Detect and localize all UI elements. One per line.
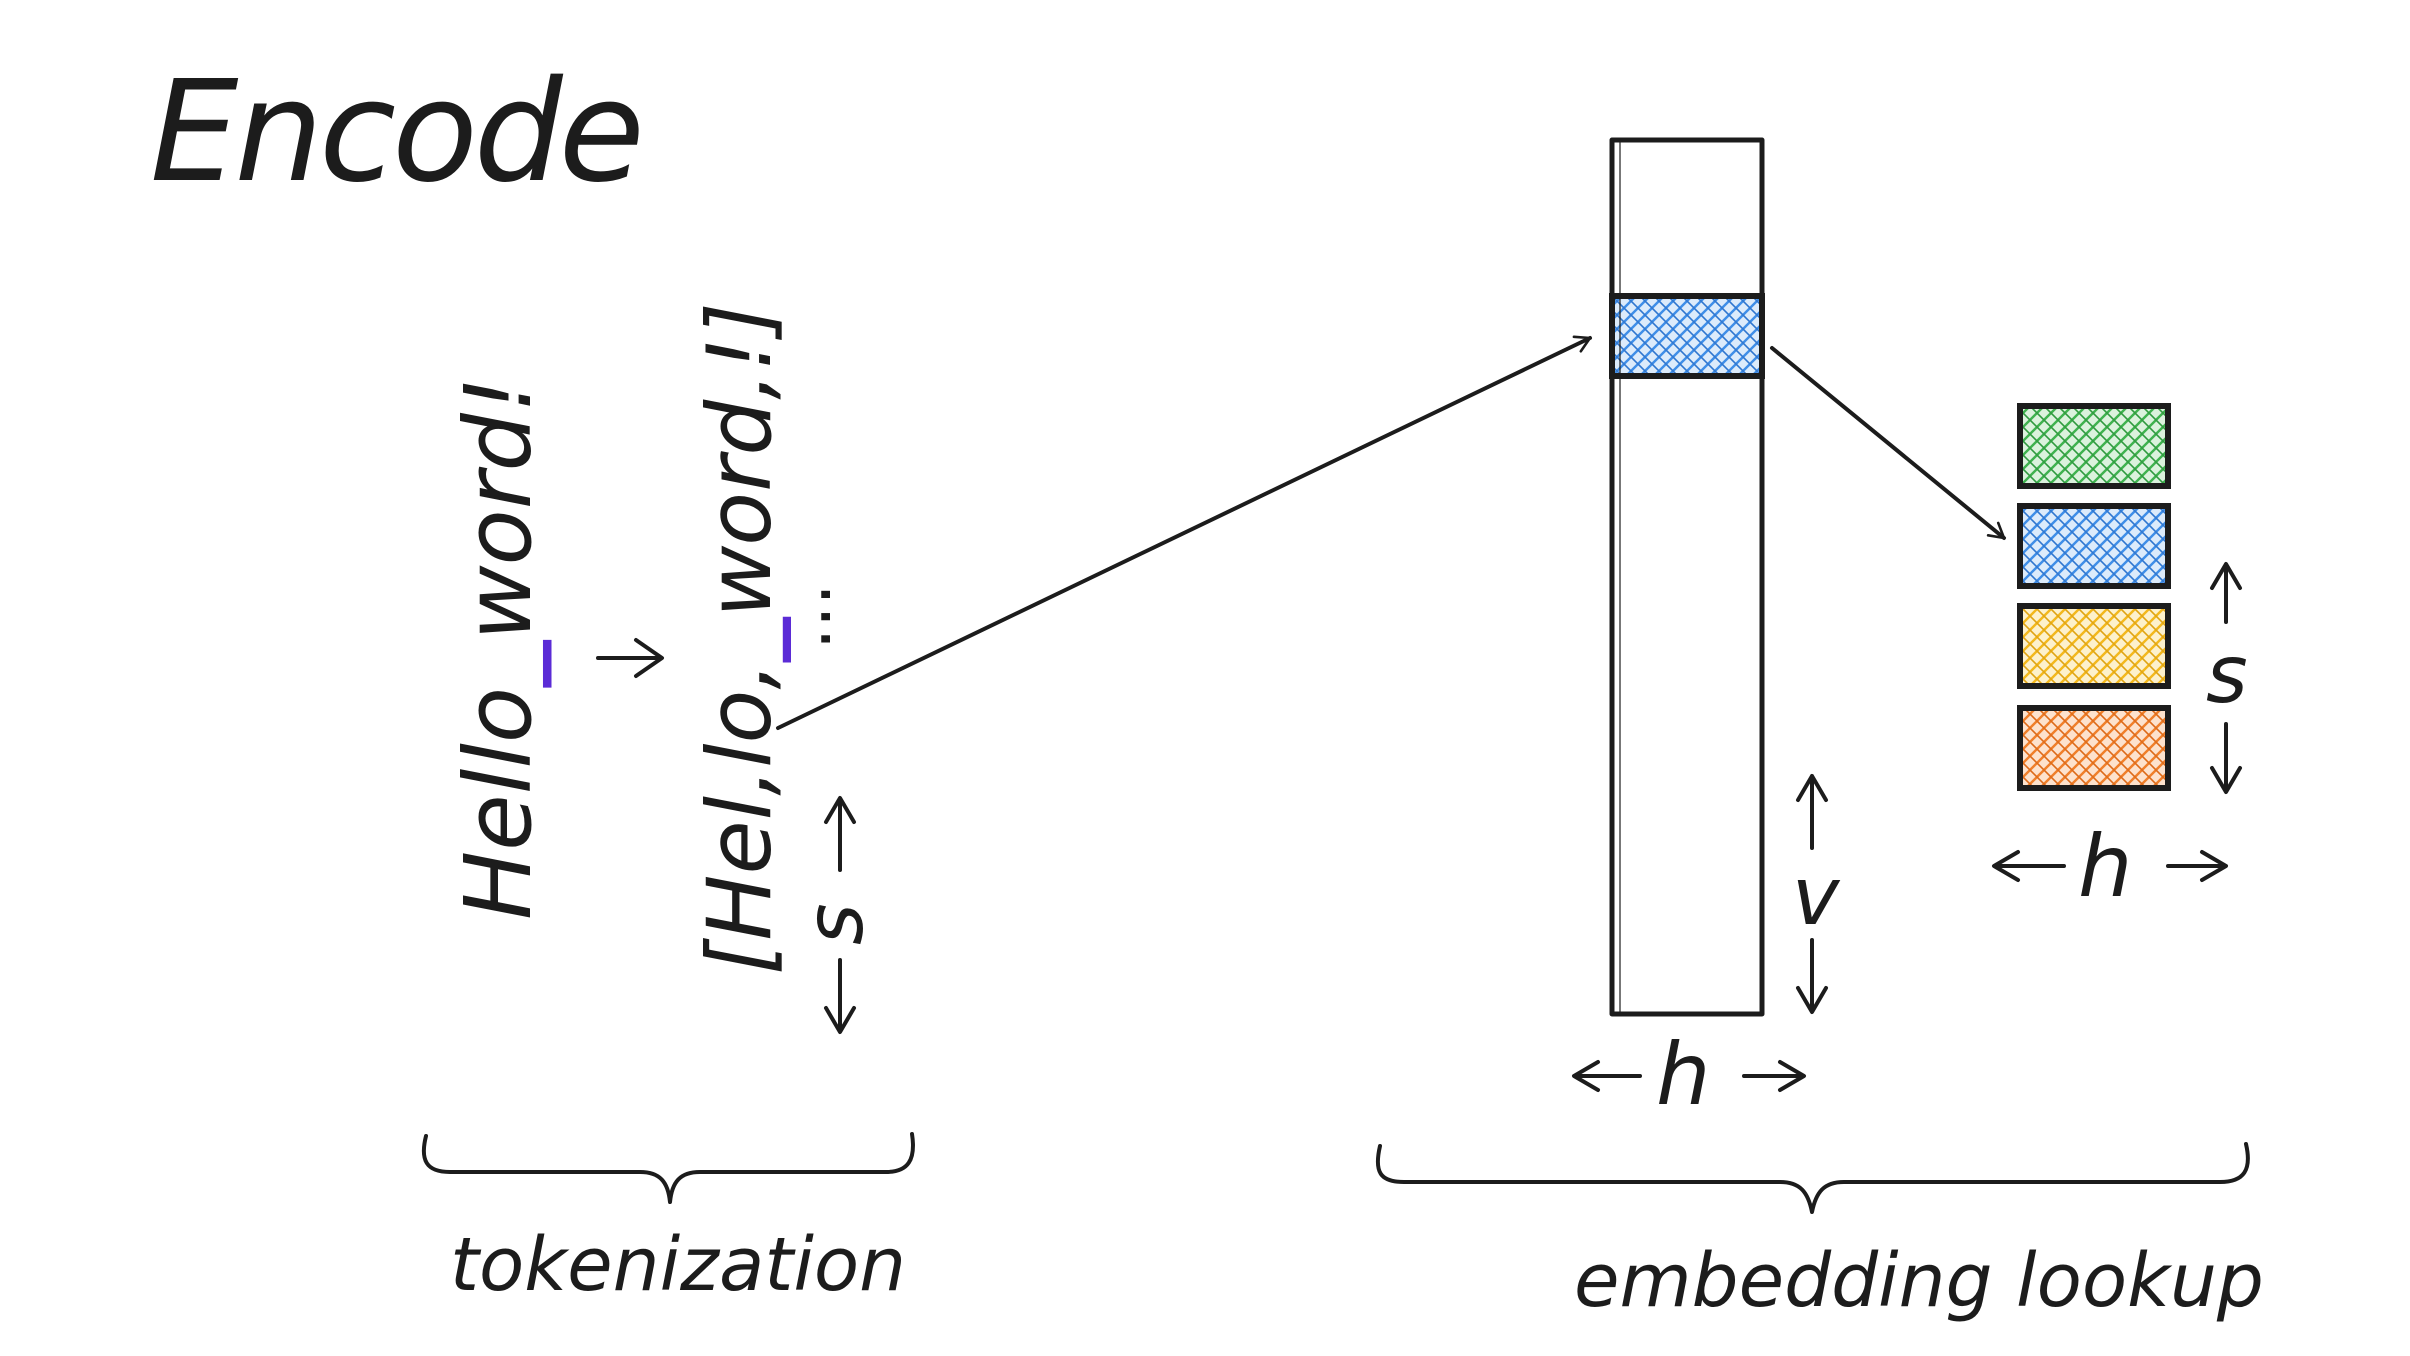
hidden-output-label: h [2078,817,2133,917]
token-list-rest: word,!] [688,302,791,617]
seq-len-arrow-up [824,796,856,872]
vocab-arrow-down [1796,938,1828,1014]
seq-len-right-label: s [2206,628,2248,721]
embedding-row-green [2017,403,2171,489]
tokenization-label: tokenization [450,1222,906,1308]
seq-len-label: s [788,903,881,945]
embedding-row-blue [2017,503,2171,589]
page-title: Encode [150,51,641,214]
output-arrow [1770,346,2006,540]
token-ellipsis: ... [765,583,847,650]
space-marker: _ [445,640,552,688]
embedding-lookup-brace [1375,1142,2250,1214]
input-text-before: Hello [445,687,552,920]
lookup-arrow [776,335,1592,730]
token-list: [Hel,lo,_word,!] [688,302,791,975]
output-embeddings [2017,403,2171,791]
input-text: Hello_word! [445,376,552,920]
seq-len-right-arrow-up [2210,562,2242,624]
embedding-row-orange [2017,705,2171,791]
embedding-row-yellow [2017,603,2171,689]
svg-text:...: ... [765,583,847,650]
svg-text:Hello_word!: Hello_word! [445,376,552,920]
embedding-table-top [1609,137,1765,299]
embedding-table-bottom [1609,373,1765,1017]
hidden-table-arrow-right [1742,1060,1806,1092]
hidden-output-arrow-left [1992,850,2066,882]
embedding-table [1609,137,1765,1017]
seq-len-arrow-down [824,958,856,1034]
transform-arrow [596,638,664,678]
hidden-table-arrow-left [1572,1060,1642,1092]
vocab-label: v [1792,850,1841,943]
svg-text:[Hel,lo,_word,!]: [Hel,lo,_word,!] [688,302,791,975]
hidden-output-arrow-right [2166,850,2228,882]
seq-len-right-arrow-down [2210,722,2242,794]
hidden-table-label: h [1656,1025,1711,1125]
tokenization-brace [421,1132,915,1204]
embedding-lookup-label: embedding lookup [1574,1238,2264,1324]
embedding-table-selected-row [1609,293,1765,379]
input-text-after: word! [445,376,552,641]
token-list-open: [Hel,lo, [688,662,791,975]
svg-text:s: s [788,903,881,945]
token-space-marker: _ [688,617,791,663]
vocab-arrow-up [1796,774,1828,850]
